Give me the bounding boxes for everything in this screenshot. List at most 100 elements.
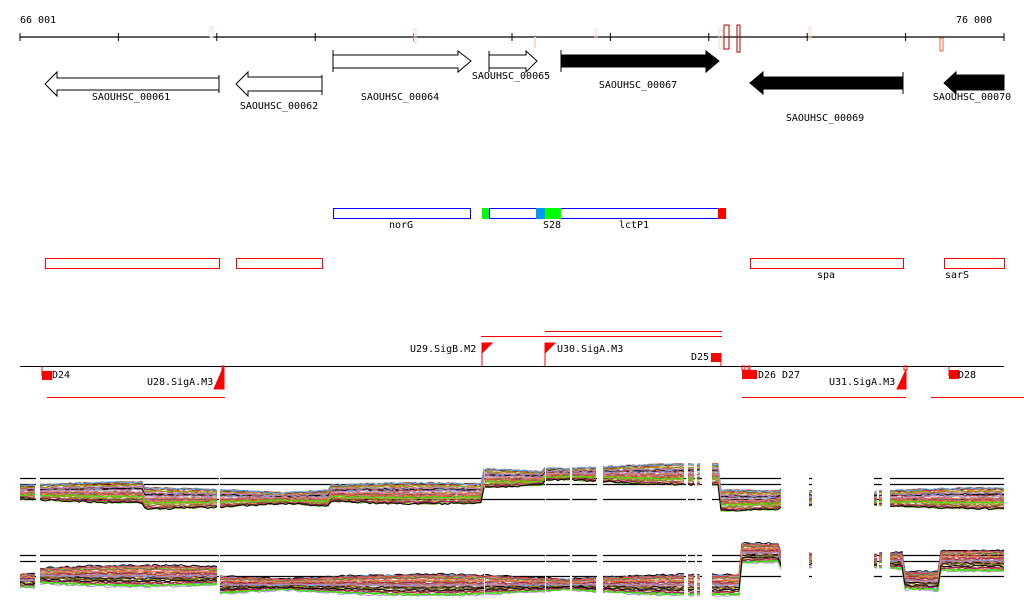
expression-trace — [889, 503, 1005, 509]
expression-trace — [602, 587, 685, 592]
expression-trace — [484, 586, 546, 591]
expression-trace — [687, 471, 695, 474]
expression-profiles — [19, 455, 1005, 605]
feature-track — [333, 208, 726, 219]
expression-trace — [873, 559, 878, 561]
expression-trace — [808, 493, 813, 496]
expression-trace — [711, 549, 782, 585]
expression-gap — [702, 455, 712, 525]
expression-trace — [696, 575, 701, 578]
expression-trace — [220, 585, 484, 591]
expression-trace — [545, 475, 571, 478]
expression-trace — [39, 569, 218, 574]
gene-label[interactable]: SAOUHSC_00065 — [471, 71, 551, 82]
expression-trace — [711, 463, 782, 493]
expression-trace — [808, 500, 813, 502]
expression-trace — [219, 486, 485, 507]
feature-S28[interactable] — [536, 208, 545, 219]
expression-trace — [19, 487, 36, 491]
expression-trace — [711, 462, 782, 493]
gene-arrow-00067[interactable] — [560, 49, 720, 74]
expression-trace — [711, 547, 782, 583]
expression-gap — [882, 535, 890, 605]
transcription-track — [20, 331, 1024, 398]
expression-trace — [484, 589, 546, 595]
expression-trace — [484, 575, 546, 581]
gene-arrow-00062[interactable] — [235, 70, 323, 98]
expression-trace — [873, 566, 878, 569]
feature-label-lctP1: lctP1 — [618, 220, 650, 231]
annotation-box[interactable] — [236, 258, 323, 269]
expression-trace — [602, 588, 685, 594]
expression-gap — [695, 455, 697, 525]
tu-label-D26: D26 — [758, 370, 777, 381]
expression-trace — [889, 559, 1005, 583]
gene-arrow-00070[interactable] — [943, 70, 1005, 96]
expression-trace — [687, 466, 695, 469]
expression-trace — [687, 575, 695, 578]
expression-trace — [219, 474, 485, 498]
expression-trace — [889, 561, 1005, 585]
expression-trace — [808, 492, 813, 495]
gene-arrow-00065[interactable] — [488, 49, 538, 74]
tu-label-U29: U29.SigB.M2 — [410, 344, 477, 355]
annotation-box[interactable] — [45, 258, 220, 269]
expression-trace — [602, 583, 685, 587]
expression-trace — [219, 586, 485, 594]
gene-label[interactable]: SAOUHSC_00067 — [598, 80, 678, 91]
expression-gap — [702, 535, 712, 605]
expression-trace — [571, 473, 597, 476]
expression-trace — [219, 588, 485, 597]
expression-trace — [687, 578, 695, 581]
expression-trace — [219, 481, 485, 504]
gene-label[interactable]: SAOUHSC_00064 — [360, 92, 440, 103]
expression-trace — [808, 559, 813, 562]
expression-trace — [39, 581, 218, 588]
expression-trace — [39, 492, 218, 502]
expression-gap — [597, 535, 603, 605]
gene-label[interactable]: SAOUHSC_00061 — [91, 92, 171, 103]
expression-trace — [219, 468, 485, 495]
expression-trace — [219, 576, 485, 583]
feature-norG[interactable] — [333, 208, 471, 219]
expression-trace — [571, 579, 597, 582]
expression-gap — [570, 535, 572, 605]
expression-trace — [873, 502, 878, 505]
gene-label[interactable]: SAOUHSC_00069 — [785, 113, 865, 124]
expression-trace — [889, 505, 1005, 511]
expression-trace — [19, 585, 36, 589]
expression-trace — [711, 541, 782, 576]
expression-trace — [219, 588, 485, 597]
expression-trace — [484, 475, 546, 484]
expression-gap — [781, 535, 809, 605]
annotation-spa[interactable] — [750, 258, 904, 269]
ruler-end-label: 76 000 — [956, 15, 993, 26]
expression-trace — [20, 497, 36, 501]
expression-trace — [711, 473, 782, 502]
expression-trace — [878, 557, 883, 559]
gene-label[interactable]: SAOUHSC_00062 — [239, 101, 319, 112]
expression-trace — [546, 579, 571, 582]
expression-trace — [808, 563, 813, 566]
feature-lctP1[interactable] — [489, 208, 719, 219]
expression-trace — [219, 480, 485, 502]
expression-trace — [808, 556, 813, 558]
annotation-sarS[interactable] — [944, 258, 1005, 269]
expression-trace — [602, 470, 685, 474]
expression-trace — [711, 542, 782, 578]
gene-arrow-00069[interactable] — [749, 70, 904, 96]
expression-trace — [808, 500, 813, 504]
gene-label[interactable]: SAOUHSC_00070 — [932, 92, 1012, 103]
expression-trace — [696, 463, 701, 466]
feature-label-norG: norG — [388, 220, 414, 231]
expression-trace — [696, 483, 701, 486]
expression-trace — [484, 474, 546, 481]
expression-trace — [545, 580, 571, 584]
gene-arrow-00061[interactable] — [44, 70, 220, 98]
expression-trace — [39, 571, 218, 575]
expression-trace — [873, 566, 878, 568]
expression-trace — [696, 472, 701, 474]
gene-arrow-00064[interactable] — [332, 49, 472, 74]
expression-trace — [696, 592, 701, 595]
